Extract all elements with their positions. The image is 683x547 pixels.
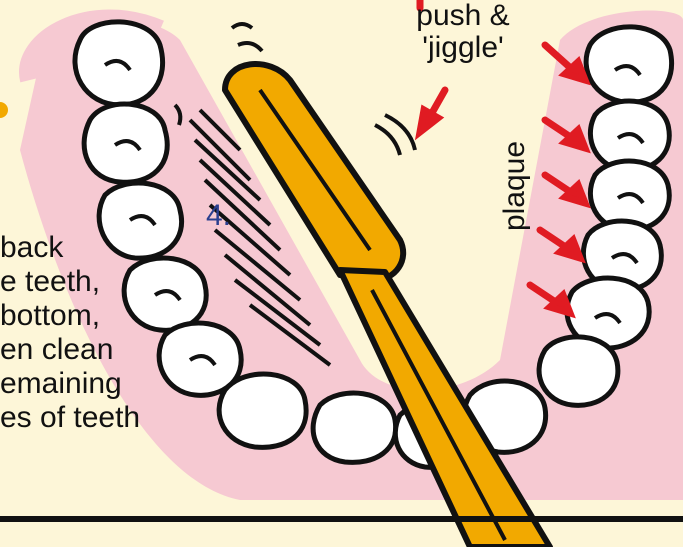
instruction-line: en clean	[0, 334, 113, 366]
tooth	[84, 104, 167, 182]
jiggle-line: 'jiggle'	[388, 32, 538, 64]
push-jiggle-label: push & 'jiggle'	[388, 0, 538, 64]
bottom-divider	[0, 516, 683, 522]
instruction-line: es of teeth	[0, 402, 140, 434]
tooth	[313, 393, 396, 462]
instruction-line: back	[0, 232, 63, 264]
plaque-label: plaque	[499, 141, 531, 231]
instruction-line: emaining	[0, 368, 122, 400]
tooth	[539, 337, 618, 405]
step-number: 4.	[206, 200, 231, 232]
instruction-line: bottom,	[0, 300, 100, 332]
tooth	[75, 22, 163, 105]
partial-marker	[0, 102, 8, 118]
tooth	[219, 374, 306, 447]
instruction-line: e teeth,	[0, 266, 100, 298]
tooth	[99, 183, 181, 258]
push-line: push &	[388, 0, 538, 32]
tooth	[124, 258, 206, 330]
